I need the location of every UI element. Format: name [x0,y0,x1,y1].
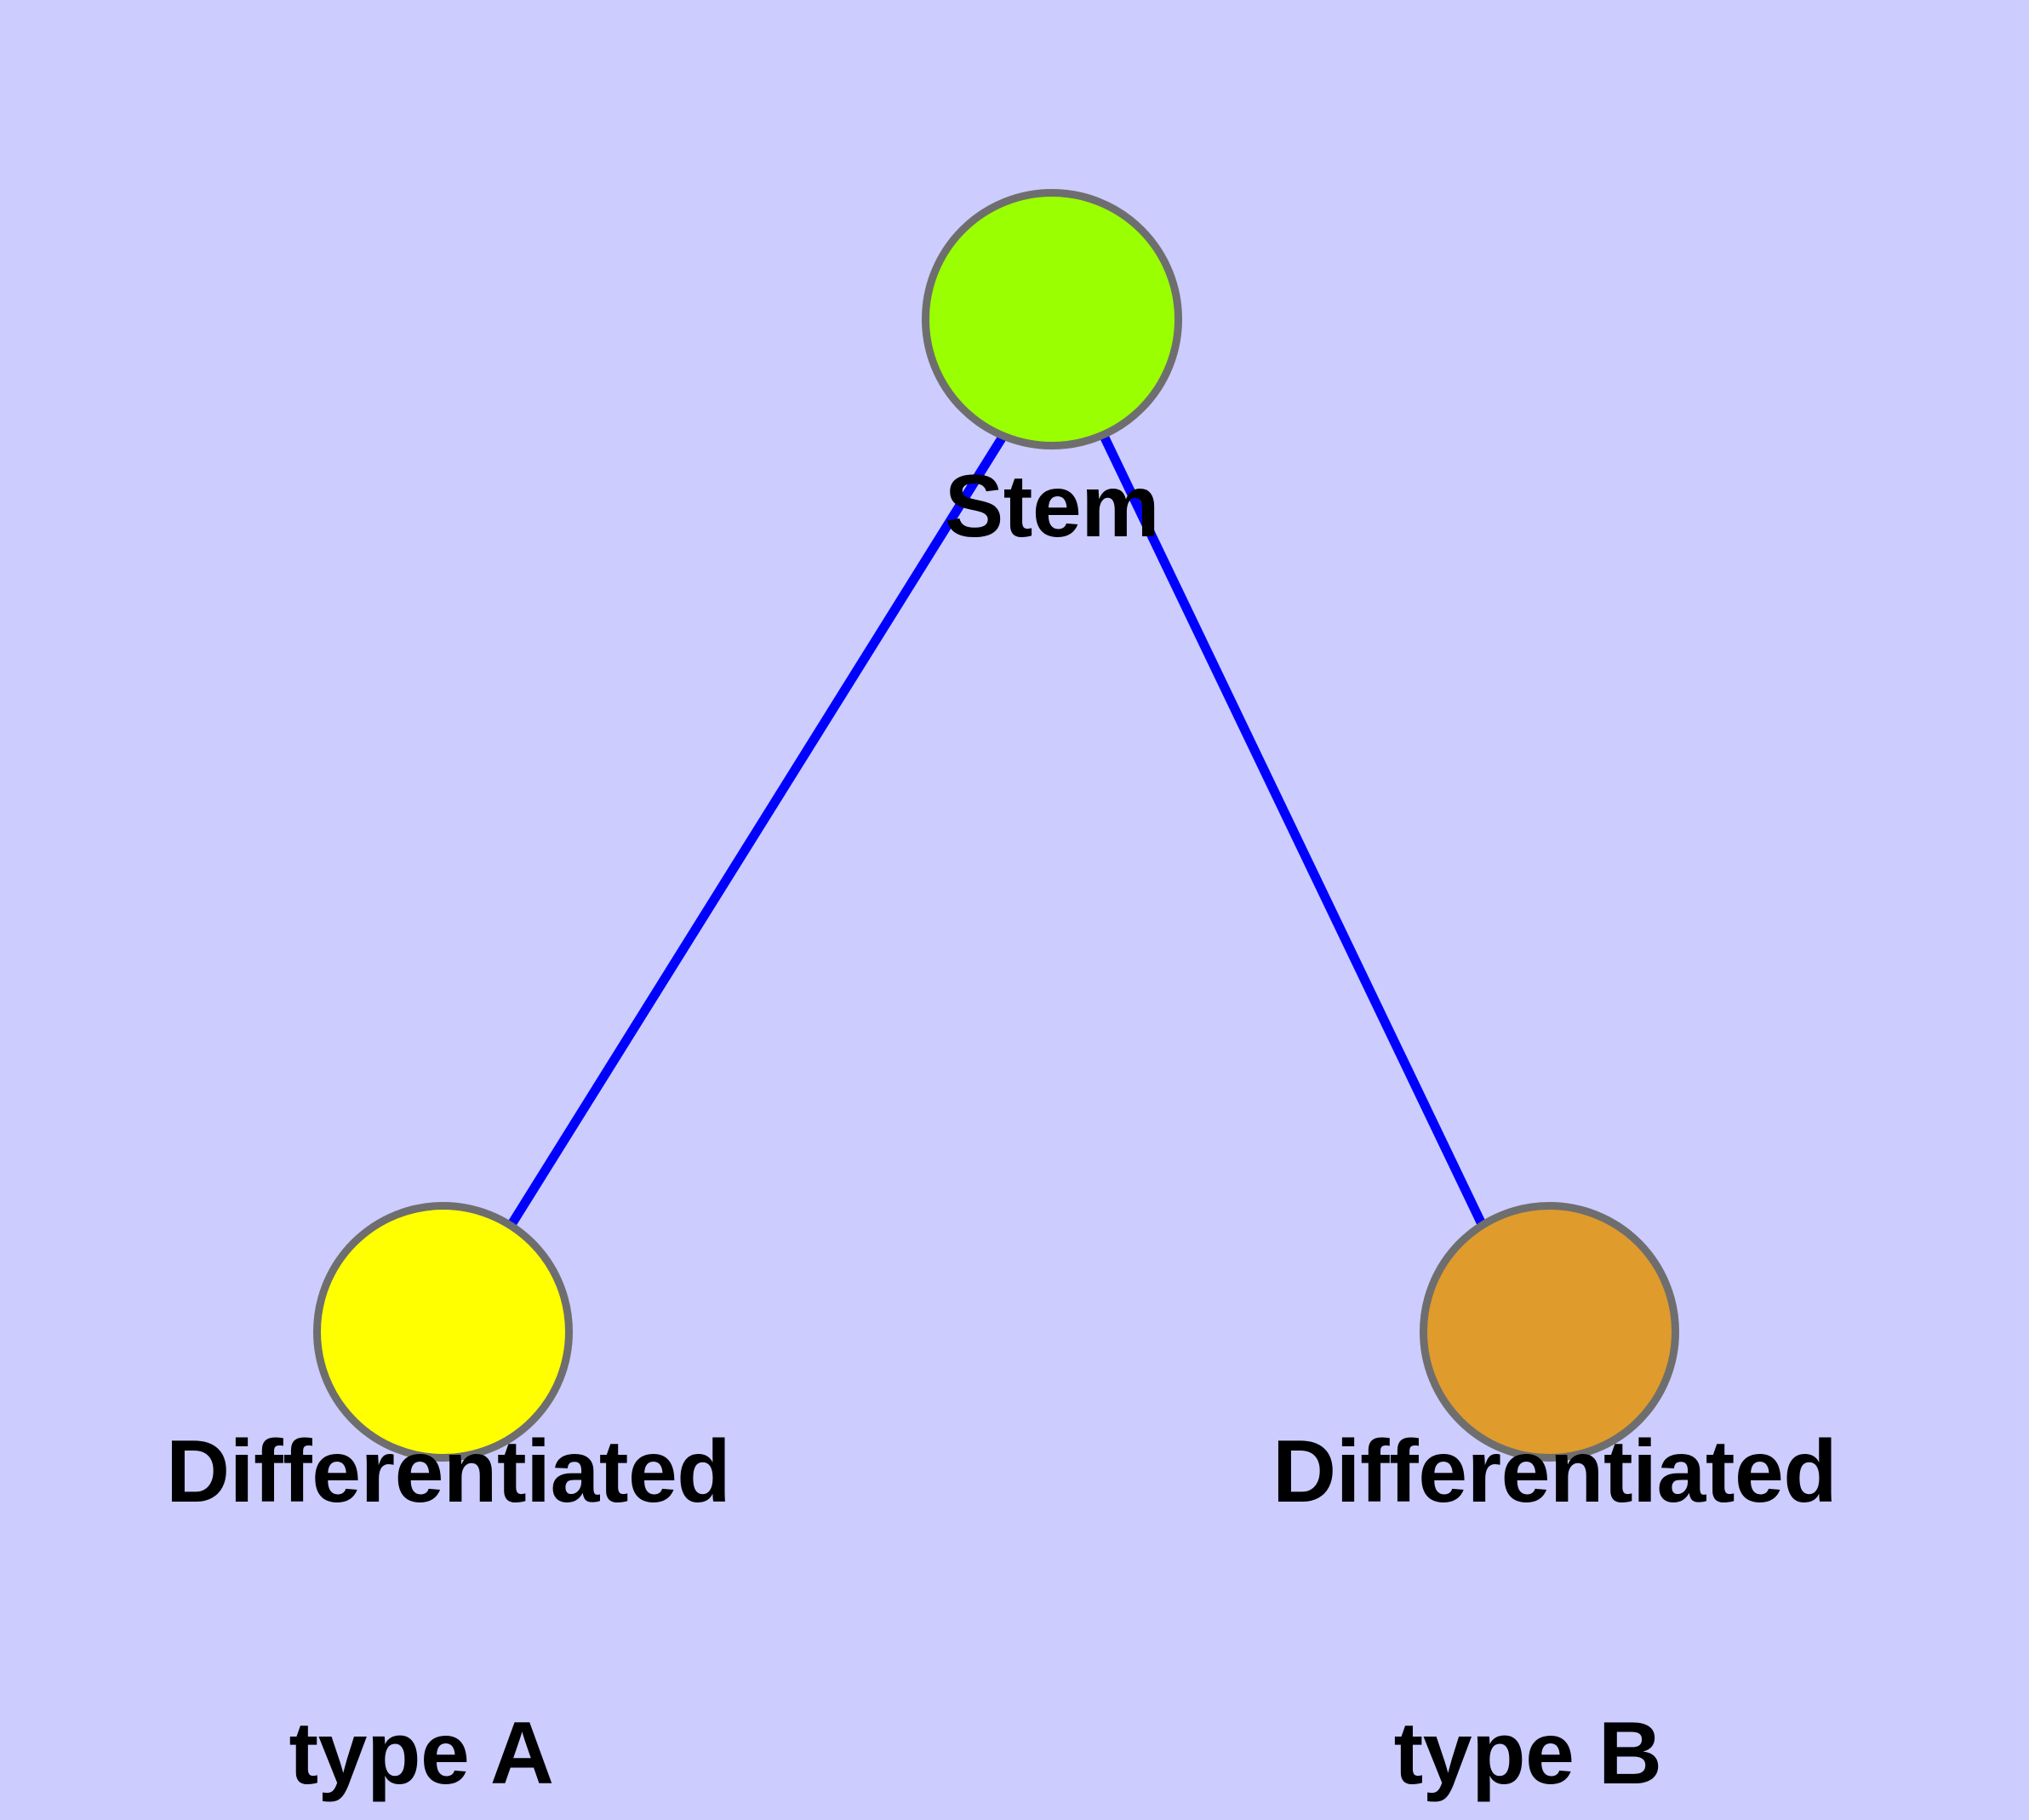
edge-stem-to-diff-b [1099,432,1487,1228]
node-label-diff-b-line2: type B [1393,1703,1662,1803]
node-label-diff-a-line2: type A [289,1703,554,1803]
node-differentiated-type-b[interactable] [1419,1201,1679,1462]
node-differentiated-type-a[interactable] [312,1201,573,1462]
edge-stem-to-diff-a [506,432,1009,1228]
node-stem[interactable] [922,189,1182,449]
node-label-stem-line1: Stem [944,457,1160,557]
